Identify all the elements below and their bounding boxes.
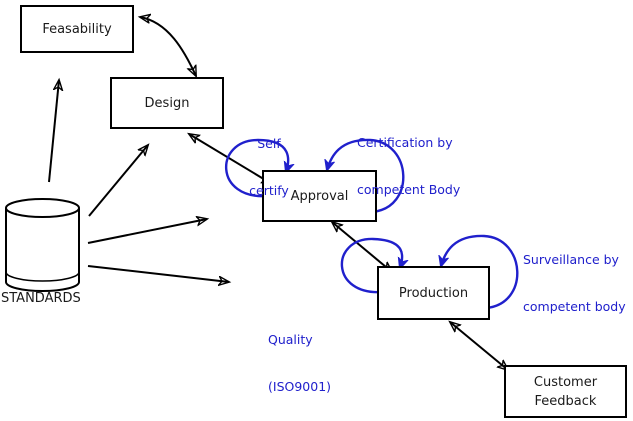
node-production[interactable]: Production (377, 266, 490, 320)
annotation-self-certify-line2: certify (249, 182, 289, 198)
node-customer-feedback-label-line2: Feedback (534, 393, 597, 409)
annotation-surveillance-line1: Surveillance by (523, 252, 619, 267)
annotation-surveillance-by-competent-body: Surveillance by competent body (523, 221, 626, 345)
node-customer-feedback[interactable]: Customer Feedback (504, 365, 627, 418)
loop-quality-monitoring (340, 237, 402, 294)
edge-standards-production (87, 265, 229, 282)
edge-standards-design (88, 145, 148, 217)
node-design-label: Design (144, 95, 190, 111)
edge-feasability-design (140, 17, 196, 76)
loop-surveillance-by-competent-body (441, 234, 519, 310)
annotation-self-certify: Self certify (238, 105, 300, 229)
annotation-certification-by-competent-body: Certification by competent Body (357, 104, 460, 228)
node-design[interactable]: Design (110, 77, 224, 129)
node-feasability-label: Feasability (42, 21, 112, 37)
edge-production-customer-feedback (450, 322, 508, 370)
loop-certification-by-competent-body (327, 138, 405, 214)
annotation-quality-monitoring: Quality (ISO9001) monitoring (268, 301, 336, 421)
annotation-quality-line2: (ISO9001) (268, 378, 332, 394)
annotation-surveillance-line2: competent body (523, 298, 626, 314)
node-approval[interactable]: Approval (262, 170, 377, 222)
node-approval-label: Approval (290, 188, 349, 204)
node-feasability[interactable]: Feasability (20, 5, 134, 53)
annotation-quality-line1: Quality (268, 332, 313, 347)
node-customer-feedback-label-line1: Customer (533, 374, 598, 390)
edge-standards-approval (87, 219, 207, 244)
standards-cylinder-shape (5, 198, 80, 292)
edge-design-approval (189, 134, 272, 184)
edge-standards-feasability (48, 80, 59, 183)
annotation-certification-line2: competent Body (357, 181, 461, 197)
annotation-certification-line1: Certification by (357, 135, 453, 150)
edge-approval-production (332, 222, 392, 272)
loop-self-certify (224, 138, 288, 198)
annotation-self-certify-line1: Self (257, 136, 281, 151)
node-production-label: Production (398, 285, 469, 301)
node-standards-label: STANDARDS (1, 291, 81, 306)
